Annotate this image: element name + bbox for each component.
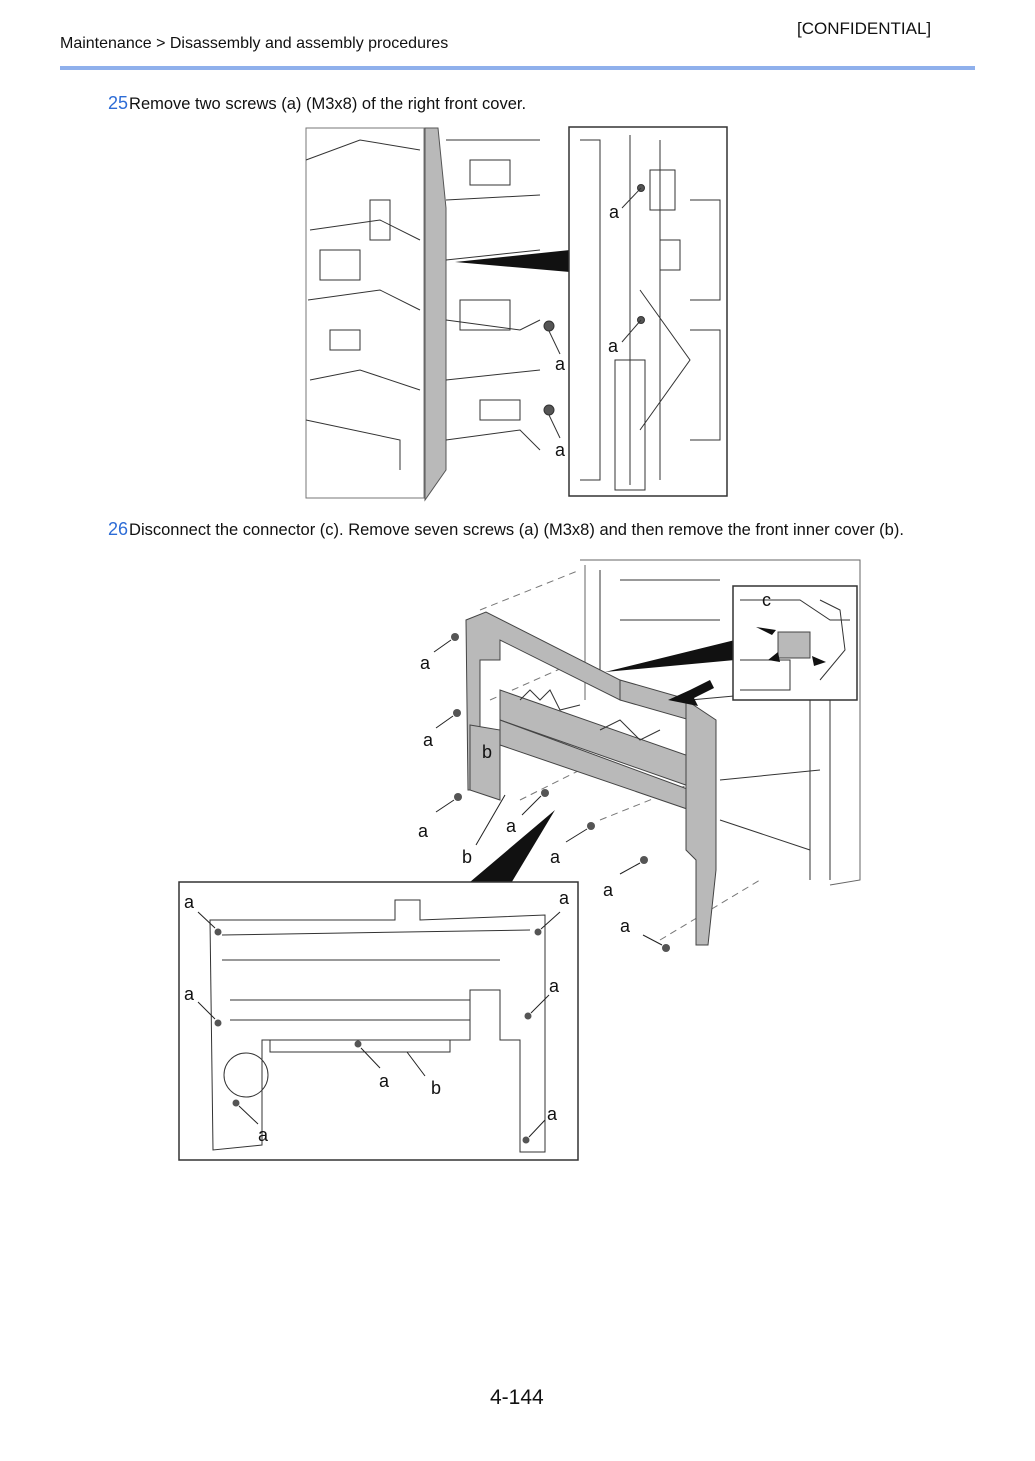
callout-b: b (431, 1078, 441, 1098)
callout-c: c (762, 590, 771, 610)
figure-1-labels: a a a a (555, 202, 620, 460)
callout-a: a (555, 440, 566, 460)
callout-a: a (184, 892, 195, 912)
callout-a: a (555, 354, 566, 374)
breadcrumb: Maintenance > Disassembly and assembly p… (60, 35, 449, 52)
step-text: Remove two screws (a) (M3x8) of the righ… (129, 95, 527, 113)
callout-a: a (547, 1104, 558, 1124)
callout-a: a (620, 916, 631, 936)
step-number: 26 (108, 519, 129, 539)
callout-a: a (559, 888, 570, 908)
figure-1-illustration (305, 126, 728, 502)
callout-b: b (462, 847, 472, 867)
callout-a: a (609, 202, 620, 222)
callout-a: a (603, 880, 614, 900)
callout-a: a (423, 730, 434, 750)
callout-a: a (550, 847, 561, 867)
confidential-label: [CONFIDENTIAL] (797, 19, 932, 38)
callout-a: a (608, 336, 619, 356)
header-divider (60, 66, 975, 70)
callout-a: a (506, 816, 517, 836)
page-number: 4-144 (490, 1386, 544, 1409)
callout-a: a (379, 1071, 390, 1091)
step-text: Disconnect the connector (c). Remove sev… (129, 521, 904, 539)
callout-a: a (184, 984, 195, 1004)
callout-a: a (418, 821, 429, 841)
callout-a: a (420, 653, 431, 673)
callout-a: a (549, 976, 560, 996)
callout-a: a (258, 1125, 269, 1145)
step-25: 25Remove two screws (a) (M3x8) of the ri… (108, 93, 526, 114)
step-number: 25 (108, 93, 129, 113)
step-26: 26Disconnect the connector (c). Remove s… (108, 519, 904, 540)
figure-2-labels: c a a b a a b a a a a a a a a b a a (184, 590, 771, 1145)
callout-b: b (482, 742, 492, 762)
figure-2-illustration (178, 559, 861, 1161)
